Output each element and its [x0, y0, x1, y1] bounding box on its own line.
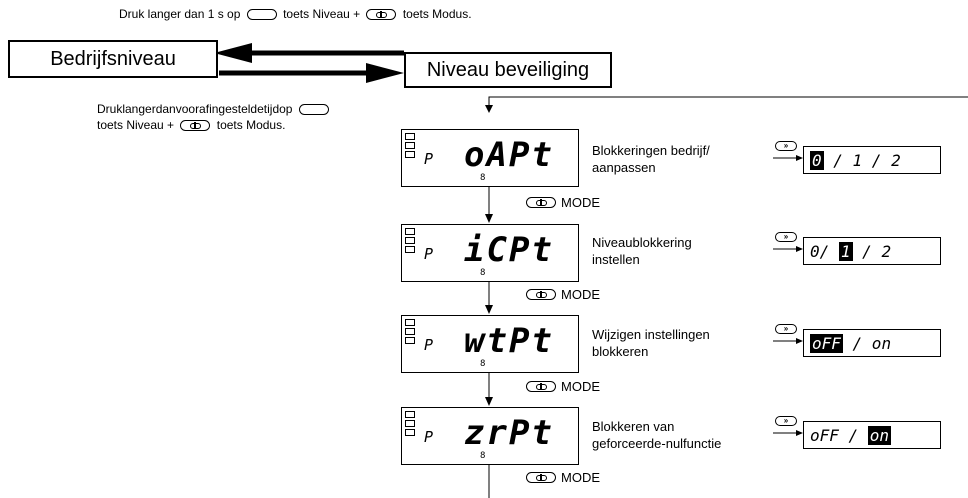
step-description-3: Wijzigen instellingen blokkeren	[592, 326, 710, 360]
mode-key-icon	[526, 381, 556, 392]
desc-line: Blokkeren van	[592, 419, 675, 434]
mode-step-4: MODE	[526, 470, 600, 485]
lcd-indicator	[405, 133, 415, 140]
mode-key-icon	[526, 289, 556, 300]
lcd-display-4: P zrPt 8	[401, 407, 579, 465]
lcd-indicator	[405, 420, 415, 427]
lcd-code: iCPt	[464, 230, 554, 270]
shift-arrow-head-3	[796, 338, 803, 344]
lcd-indicator	[405, 328, 415, 335]
value-box-4: oFF / on	[803, 421, 941, 449]
mode-step-1: MODE	[526, 195, 600, 210]
value-selected: 0	[810, 150, 824, 170]
step-description-2: Niveaublokkering instellen	[592, 234, 692, 268]
mode-label: MODE	[561, 195, 600, 210]
value-rest: / 1 / 2	[823, 150, 901, 170]
loop-arrow-head	[485, 105, 493, 113]
lcd-small-digit: 8	[480, 268, 486, 278]
lcd-indicator	[405, 319, 415, 326]
lcd-p-label: P	[424, 336, 434, 354]
desc-line: Blokkeringen bedrijf/	[592, 143, 710, 158]
mode-key-icon-2	[180, 120, 211, 132]
lcd-small-digit: 8	[480, 451, 486, 461]
flow-arrow-1	[485, 214, 493, 223]
value-pre: oFF /	[810, 425, 868, 445]
flow-arrow-3	[485, 397, 493, 406]
mode-label: MODE	[561, 470, 600, 485]
value-box-2: 0/ 1 / 2	[803, 237, 941, 265]
lcd-p-label: P	[424, 150, 434, 168]
value-rest: / on	[842, 333, 892, 353]
level-key-icon-2	[298, 104, 329, 116]
desc-line: geforceerde-nulfunctie	[592, 436, 722, 451]
lcd-indicator	[405, 142, 415, 149]
desc-line: Wijzigen instellingen	[592, 327, 710, 342]
desc-line: instellen	[592, 252, 640, 267]
beveiliging-label: Niveau beveiliging	[426, 58, 590, 81]
mode-step-3: MODE	[526, 379, 600, 394]
lcd-indicator	[405, 246, 415, 253]
step-description-1: Blokkeringen bedrijf/ aanpassen	[592, 142, 710, 176]
value-selected: 1	[838, 241, 853, 261]
lcd-p-label: P	[424, 245, 434, 263]
mode-step-2: MODE	[526, 287, 600, 302]
shift-arrow-head-2	[796, 246, 803, 252]
bedrijfsniveau-box: Bedrijfsniveau	[8, 40, 218, 78]
arrow-to-bedrijfsniveau-head	[214, 43, 252, 63]
lcd-indicator	[405, 237, 415, 244]
shift-key-icon: »	[775, 232, 797, 242]
top-note-prefix: Druk langer dan 1 s op	[119, 7, 241, 21]
step-description-4: Blokkeren van geforceerde-nulfunctie	[592, 418, 721, 452]
mode-key-icon	[366, 9, 397, 21]
beveiliging-box: Niveau beveiliging	[404, 52, 612, 88]
desc-line: aanpassen	[592, 160, 656, 175]
shift-key-icon: »	[775, 416, 797, 426]
shift-arrow-head-1	[796, 155, 803, 161]
top-note-mid: toets Niveau +	[283, 7, 361, 21]
value-box-3: oFF / on	[803, 329, 941, 357]
second-note-line1: Druklangerdanvoorafingesteldetijdop	[97, 102, 293, 116]
lcd-code: wtPt	[464, 321, 554, 361]
arrow-to-beveiliging-head	[366, 63, 404, 83]
value-box-1: 0 / 1 / 2	[803, 146, 941, 174]
lcd-small-digit: 8	[480, 173, 486, 183]
second-note: Druklangerdanvoorafingesteldetijdop toet…	[97, 102, 332, 132]
lcd-display-2: P iCPt 8	[401, 224, 579, 282]
top-note-suffix: toets Modus.	[402, 7, 472, 21]
value-selected: on	[867, 425, 892, 445]
value-pre: 0/	[810, 241, 839, 261]
top-note: Druk langer dan 1 s op toets Niveau + to…	[119, 7, 472, 21]
lcd-indicator	[405, 228, 415, 235]
desc-line: Niveaublokkering	[592, 235, 692, 250]
value-selected: oFF	[810, 333, 843, 353]
lcd-code: oAPt	[464, 135, 554, 175]
lcd-small-digit: 8	[480, 359, 486, 369]
mode-label: MODE	[561, 287, 600, 302]
lcd-indicator	[405, 411, 415, 418]
mode-label: MODE	[561, 379, 600, 394]
lcd-display-1: P oAPt 8	[401, 129, 579, 187]
lcd-p-label: P	[424, 428, 434, 446]
level-key-icon	[246, 9, 277, 21]
lcd-display-3: P wtPt 8	[401, 315, 579, 373]
lcd-indicator	[405, 429, 415, 436]
desc-line: blokkeren	[592, 344, 649, 359]
lcd-indicator	[405, 337, 415, 344]
mode-key-icon	[526, 472, 556, 483]
lcd-indicator	[405, 151, 415, 158]
lcd-code: zrPt	[464, 413, 554, 453]
second-note-suffix: toets Modus.	[216, 118, 286, 132]
shift-key-icon: »	[775, 141, 797, 151]
bedrijfsniveau-label: Bedrijfsniveau	[50, 47, 176, 70]
loop-line	[488, 96, 968, 112]
shift-arrow-head-4	[796, 430, 803, 436]
value-rest: / 2	[852, 241, 892, 261]
mode-key-icon	[526, 197, 556, 208]
flow-arrow-2	[485, 305, 493, 314]
shift-key-icon: »	[775, 324, 797, 334]
second-note-mid: toets Niveau +	[97, 118, 175, 132]
